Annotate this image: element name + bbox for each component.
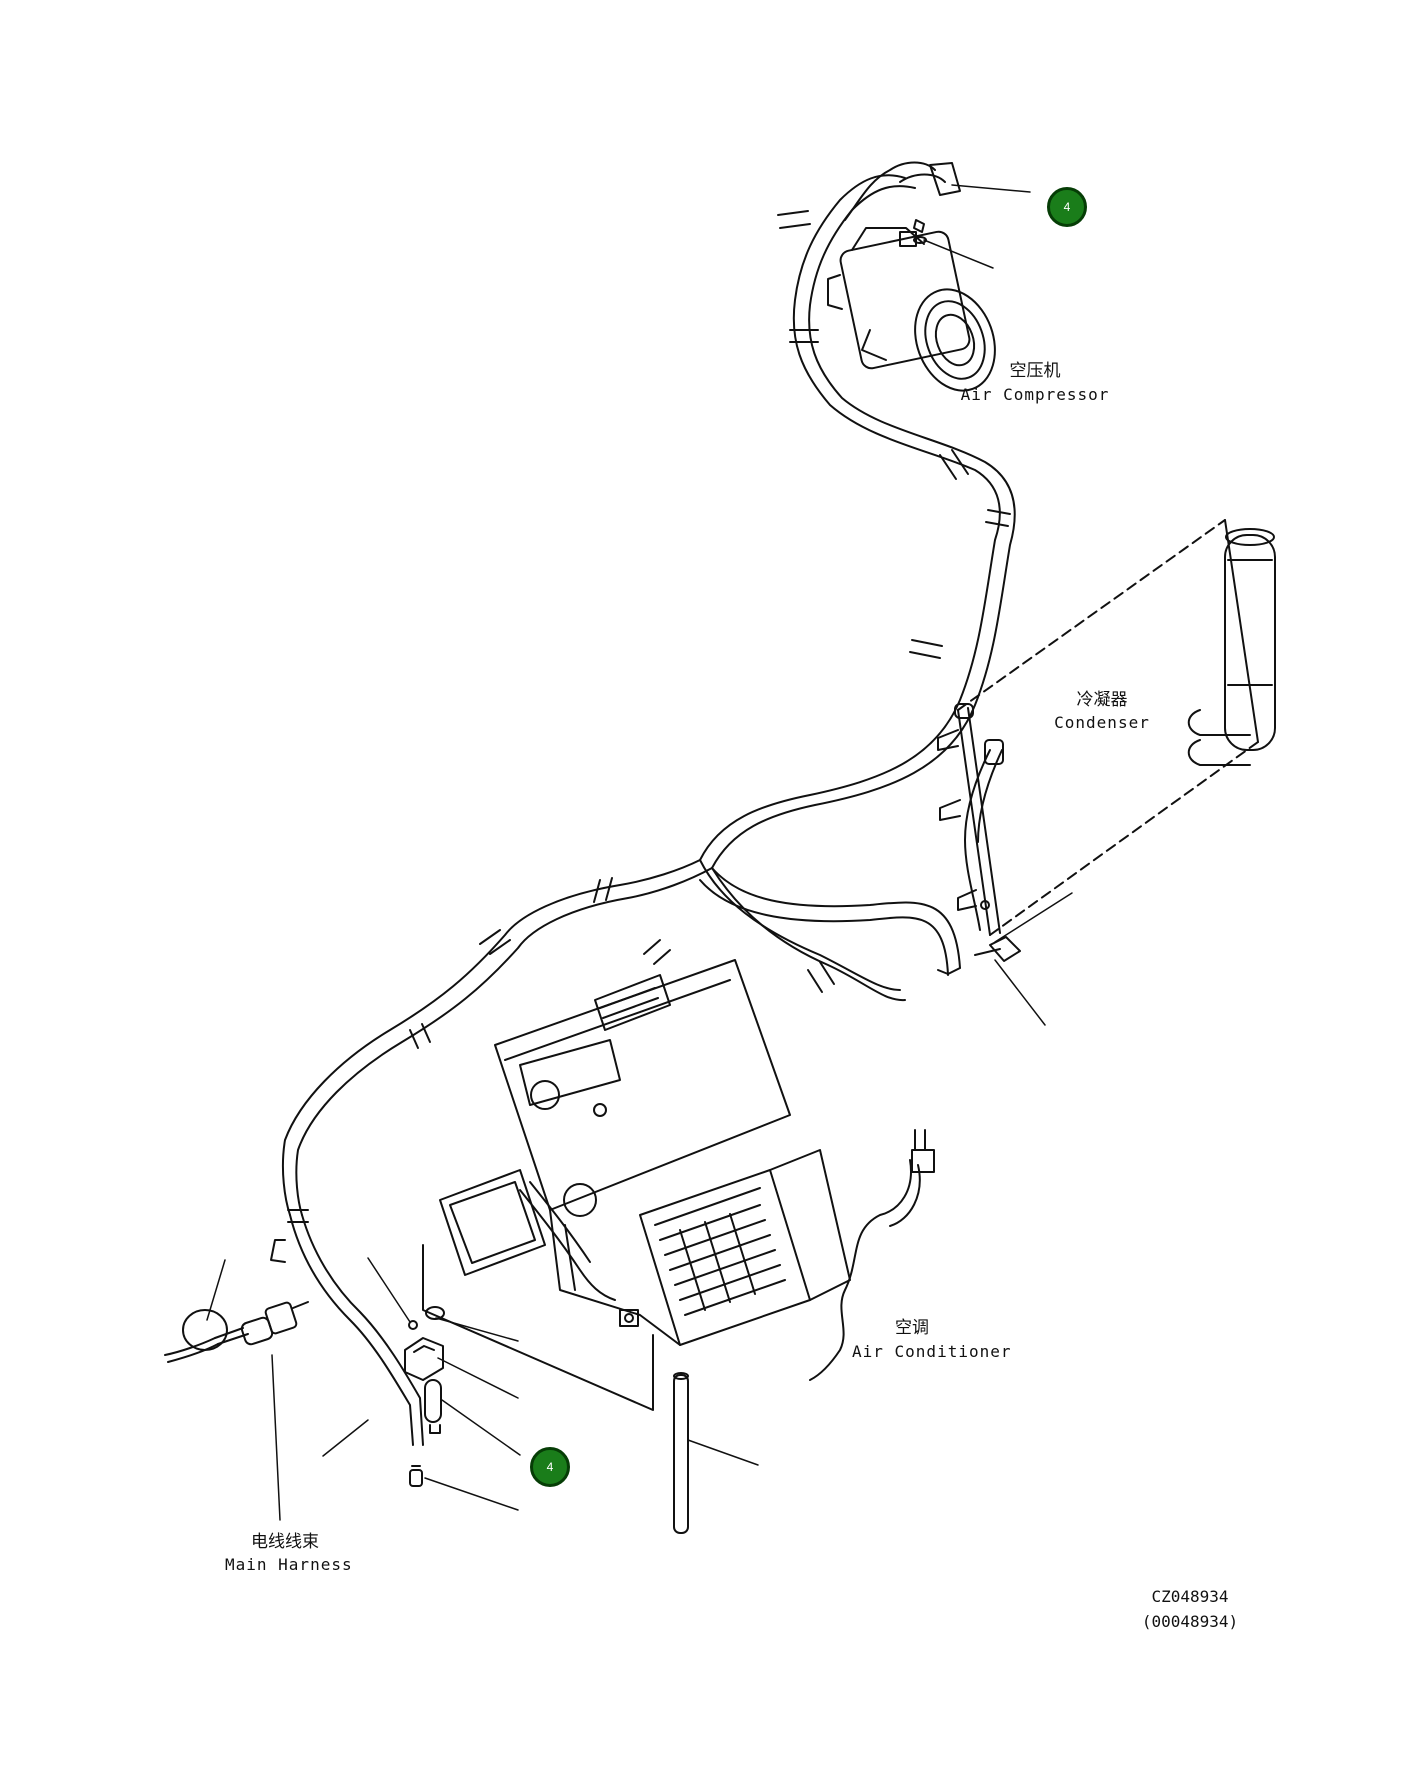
drawing-reference-alt-code: (00048934) — [1141, 1612, 1239, 1631]
condenser-label-cn: 冷凝器 — [1076, 690, 1128, 710]
exploded-small-parts — [404, 1244, 689, 1534]
pressure-switch-drawing — [699, 867, 1021, 976]
callout-badge-top[interactable]: 4 — [1047, 187, 1087, 227]
refrigerant-pipes — [281, 859, 906, 1223]
main-harness-label-cn: 电线线束 — [251, 1532, 319, 1552]
air-compressor-label-en: Air Compressor — [960, 385, 1110, 404]
air-conditioner-unit — [439, 959, 935, 1381]
main-harness-drawing — [164, 1214, 424, 1446]
condenser-drawing — [937, 519, 1276, 936]
air-compressor-label-cn: 空压机 — [1009, 361, 1061, 381]
compressor-hoses — [699, 161, 1016, 869]
leader-lines — [206, 184, 1073, 1521]
air-compressor-drawing — [827, 227, 996, 392]
drawing-reference-code: CZ048934 — [1151, 1587, 1229, 1606]
main-harness-label-en: Main Harness — [225, 1555, 353, 1574]
condenser-label-en: Condenser — [1054, 713, 1150, 732]
callout-badge-bottom[interactable]: 4 — [530, 1447, 570, 1487]
air-conditioner-label-cn: 空调 — [895, 1318, 929, 1338]
air-conditioner-label-en: Air Conditioner — [852, 1342, 1012, 1361]
